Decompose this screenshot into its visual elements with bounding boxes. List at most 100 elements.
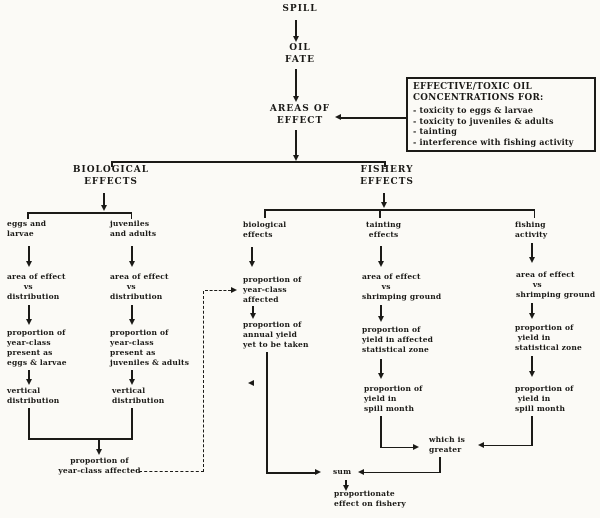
- arrow-col1-l3: [28, 370, 30, 379]
- node-eggs-larvae: eggs and larvae: [7, 219, 47, 238]
- node-proportionate-effect: proportionate effect on fishery: [334, 489, 406, 508]
- node-fish-area-vs-ground: area of effect vs shrimping ground: [516, 270, 596, 299]
- arrowhead-down-icon: [128, 319, 135, 325]
- arrow-col2-l2: [131, 305, 133, 319]
- line-taint-to-greater: [380, 446, 414, 449]
- node-fishbio-year-class-affected: proportion of year-class affected: [243, 275, 302, 304]
- arrowhead-down-icon: [380, 202, 387, 208]
- node-taint-statistical-zone: proportion of yield in affected statisti…: [362, 325, 434, 354]
- node-which-is-greater: which is greater: [429, 435, 466, 454]
- arrow-fish-l3: [531, 356, 533, 371]
- arrow-taint-l2: [380, 305, 382, 316]
- arrow-eggs-down: [28, 246, 30, 261]
- arrow-fishing-down: [531, 243, 533, 257]
- line-greater-to-sum: [364, 471, 440, 474]
- line-annual-yield-down: [266, 352, 268, 474]
- line-box-to-areas: [341, 117, 406, 119]
- arrowhead-down-icon: [528, 257, 535, 263]
- node-fish-spill-month: proportion of yield in spill month: [515, 384, 574, 413]
- arrowhead-left-icon: [477, 441, 484, 448]
- box-item-list: - toxicity to eggs & larvae - toxicity t…: [413, 105, 589, 147]
- arrowhead-down-icon: [128, 379, 135, 385]
- node-areas-of-effect: AREAS OF EFFECT: [269, 104, 331, 126]
- line-bio-to-split: [103, 193, 105, 205]
- arrow-sum-down: [345, 480, 347, 485]
- arrow-fishbio-l2: [252, 306, 254, 313]
- box-title: EFFECTIVE/TOXIC OIL CONCENTRATIONS FOR:: [413, 82, 544, 103]
- arrowhead-down-icon: [528, 313, 535, 319]
- line-taint-down: [380, 416, 382, 448]
- effective-toxic-oil-box: EFFECTIVE/TOXIC OIL CONCENTRATIONS FOR: …: [406, 77, 596, 152]
- box-item: - tainting: [413, 126, 457, 136]
- arrow-taint-l3: [380, 359, 382, 373]
- arrow-fishbio-down: [251, 247, 253, 261]
- arrowhead-down-icon: [292, 96, 299, 102]
- dashed-feedback-vertical: [203, 291, 204, 472]
- dashed-feedback-horizontal: [139, 471, 204, 472]
- drop-fish-biological: [264, 209, 266, 218]
- arrowhead-left-icon: [357, 468, 364, 475]
- node-taint-spill-month: proportion of yield in spill month: [364, 384, 423, 413]
- arrowhead-down-icon: [95, 449, 102, 455]
- box-item: - toxicity to juveniles & adults: [413, 115, 554, 126]
- node-col2-proportion: proportion of year-class present as juve…: [110, 328, 190, 367]
- drop-biological: [111, 161, 113, 167]
- line-col1-merge: [28, 408, 30, 438]
- arrow-col2-l3: [131, 370, 133, 379]
- node-taint-area-vs-ground: area of effect vs shrimping ground: [362, 272, 442, 301]
- node-tainting-effects: tainting effects: [366, 220, 402, 239]
- line-greater-down: [439, 457, 441, 473]
- arrow-juveniles-down: [131, 246, 133, 261]
- line-fish-down: [531, 416, 533, 446]
- split-line-main: [112, 161, 385, 163]
- arrowhead-down-icon: [377, 261, 384, 267]
- node-col1-area-vs-distribution: area of effect vs distribution: [7, 272, 66, 301]
- dashed-feedback-entry: [204, 290, 231, 291]
- arrowhead-right-icon: [315, 469, 321, 476]
- node-annual-yield: proportion of annual yield yet to be tak…: [243, 320, 309, 349]
- node-spill: SPILL: [282, 4, 318, 14]
- node-col2-vertical-distribution: vertical distribution: [112, 386, 165, 405]
- arrowhead-right-icon: [413, 443, 419, 450]
- arrowhead-down-icon: [100, 205, 107, 211]
- node-oil-fate: OIL FATE: [285, 43, 315, 65]
- line-fish-to-greater: [484, 444, 532, 447]
- drop-fishery: [384, 161, 386, 167]
- arrowhead-down-icon: [248, 261, 255, 267]
- arrowhead-down-icon: [25, 319, 32, 325]
- split-line-fishery: [265, 209, 535, 211]
- box-item: - toxicity to eggs & larvae: [413, 105, 534, 115]
- box-item: - interference with fishing activity: [413, 136, 574, 147]
- drop-eggs: [27, 212, 29, 219]
- node-juveniles-adults: juveniles and adults: [110, 219, 157, 238]
- arrow-tainting-down: [380, 246, 382, 261]
- drop-fishing: [533, 209, 536, 218]
- arrowhead-right-icon: [230, 286, 237, 293]
- arrowhead-down-icon: [292, 155, 299, 161]
- node-col1-proportion: proportion of year-class present as eggs…: [7, 328, 67, 367]
- arrowhead-down-icon: [377, 373, 384, 379]
- line-fishery-to-split: [383, 193, 385, 202]
- node-col1-vertical-distribution: vertical distribution: [7, 386, 60, 405]
- arrowhead-left-icon: [248, 380, 254, 386]
- node-fishing-activity: fishing activity: [515, 220, 548, 239]
- node-col2-area-vs-distribution: area of effect vs distribution: [110, 272, 169, 301]
- arrowhead-left-icon: [334, 113, 341, 120]
- arrowhead-down-icon: [292, 36, 299, 42]
- arrow-fish-l2: [531, 303, 533, 313]
- arrow-col1-l2: [28, 305, 30, 319]
- node-year-class-affected: proportion of year-class affected: [58, 456, 141, 475]
- line-annual-yield-to-sum: [266, 472, 316, 474]
- arrowhead-down-icon: [528, 371, 535, 377]
- line-areas-to-split: [295, 130, 297, 155]
- line-spill-to-oilfate: [295, 20, 297, 36]
- node-fishery-effects: FISHERY EFFECTS: [360, 165, 414, 187]
- node-sum: sum: [333, 467, 352, 476]
- line-oilfate-to-areas: [295, 69, 297, 96]
- arrowhead-down-icon: [128, 261, 135, 267]
- arrowhead-down-icon: [25, 379, 32, 385]
- split-line-biological: [28, 212, 132, 214]
- line-col2-merge: [131, 408, 133, 438]
- arrowhead-down-icon: [249, 313, 256, 319]
